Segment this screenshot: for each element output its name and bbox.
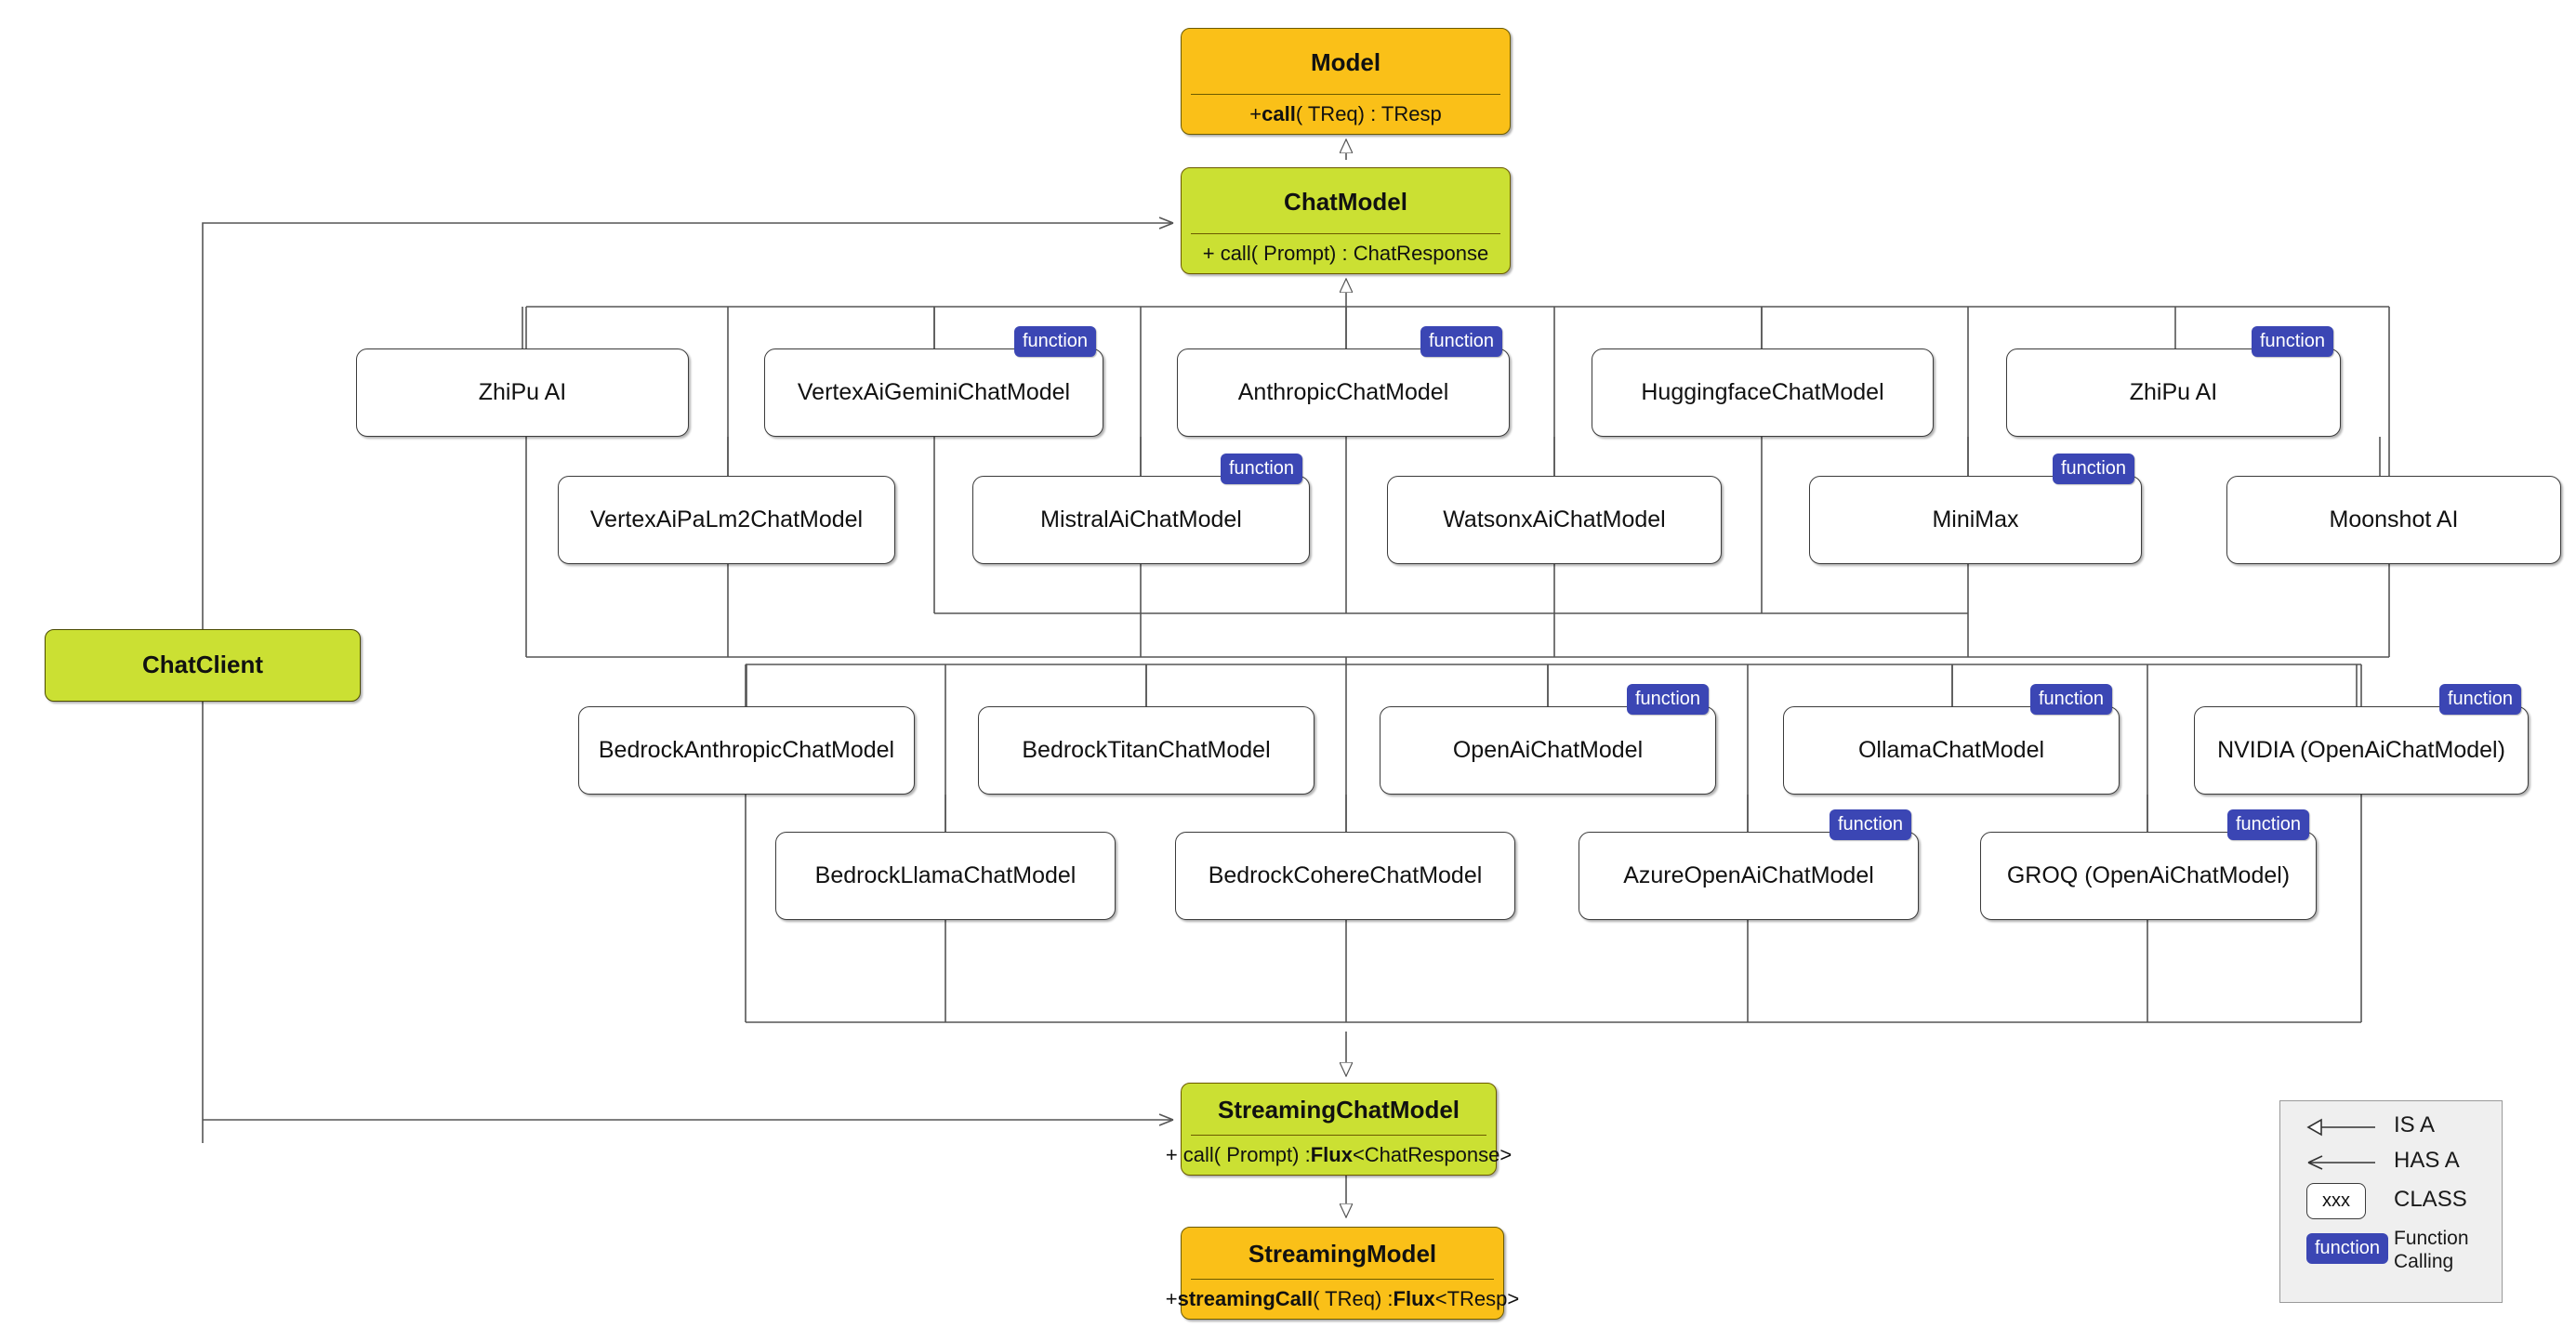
function-calling-badge: function bbox=[2053, 454, 2135, 484]
has-a-arrow-icon bbox=[2307, 1155, 2375, 1170]
class-node-title: ZhiPu AI bbox=[2129, 379, 2218, 406]
class-node[interactable]: OllamaChatModel bbox=[1783, 706, 2120, 795]
class-streaming-chat-model[interactable]: StreamingChatModel + call( Prompt) : Flu… bbox=[1165, 1083, 1513, 1176]
class-node-title: BedrockLlamaChatModel bbox=[814, 862, 1077, 889]
is-a-arrow-icon bbox=[2306, 1118, 2375, 1137]
class-node-title: BedrockAnthropicChatModel bbox=[598, 737, 895, 764]
class-chat-model-operation: + call( Prompt) : ChatResponse bbox=[1202, 242, 1489, 265]
class-node[interactable]: GROQ (OpenAiChatModel) bbox=[1980, 832, 2317, 920]
function-calling-badge: function bbox=[2252, 326, 2334, 357]
class-node-title: AzureOpenAiChatModel bbox=[1623, 862, 1874, 889]
class-streaming-model[interactable]: StreamingModel + streamingCall( TReq) : … bbox=[1165, 1227, 1520, 1320]
legend-function-badge: function bbox=[2306, 1233, 2389, 1264]
class-node-title: BedrockCohereChatModel bbox=[1208, 862, 1483, 889]
class-node-title: AnthropicChatModel bbox=[1237, 379, 1449, 406]
class-node-title: OllamaChatModel bbox=[1857, 737, 2045, 764]
class-node-title: HuggingfaceChatModel bbox=[1641, 379, 1884, 406]
class-node[interactable]: VertexAiGeminiChatModel bbox=[764, 348, 1103, 437]
class-node-title: OpenAiChatModel bbox=[1452, 737, 1644, 764]
divider bbox=[1191, 1278, 1494, 1280]
legend-fc-line2: Calling bbox=[2394, 1250, 2454, 1272]
class-node[interactable]: OpenAiChatModel bbox=[1380, 706, 1716, 795]
legend-is-a-label: IS A bbox=[2394, 1112, 2436, 1137]
legend-fc-line1: Function bbox=[2394, 1228, 2469, 1249]
class-chat-model-title: ChatModel bbox=[1284, 187, 1407, 216]
class-node[interactable]: AzureOpenAiChatModel bbox=[1579, 832, 1919, 920]
legend-class-sample: xxx bbox=[2306, 1183, 2366, 1219]
class-chat-client[interactable]: ChatClient bbox=[45, 629, 361, 702]
class-node-title: MiniMax bbox=[1932, 506, 2019, 533]
divider bbox=[1191, 1134, 1486, 1136]
function-calling-badge: function bbox=[2227, 809, 2310, 840]
class-chat-client-title: ChatClient bbox=[142, 651, 263, 679]
class-streaming-chat-model-title: StreamingChatModel bbox=[1217, 1096, 1460, 1124]
class-node[interactable]: BedrockLlamaChatModel bbox=[775, 832, 1116, 920]
class-node-title: Moonshot AI bbox=[2329, 506, 2459, 533]
class-node[interactable]: BedrockTitanChatModel bbox=[978, 706, 1314, 795]
class-node-title: WatsonxAiChatModel bbox=[1443, 506, 1666, 533]
class-node[interactable]: ZhiPu AI bbox=[356, 348, 689, 437]
legend-class-label: CLASS bbox=[2394, 1187, 2467, 1212]
class-node[interactable]: WatsonxAiChatModel bbox=[1387, 476, 1722, 564]
function-calling-badge: function bbox=[1014, 326, 1097, 357]
class-node[interactable]: MiniMax bbox=[1809, 476, 2142, 564]
function-calling-badge: function bbox=[1830, 809, 1912, 840]
legend-has-a-label: HAS A bbox=[2394, 1148, 2460, 1173]
class-node[interactable]: NVIDIA (OpenAiChatModel) bbox=[2194, 706, 2529, 795]
class-node-title: ZhiPu AI bbox=[478, 379, 567, 406]
class-node-title: VertexAiGeminiChatModel bbox=[797, 379, 1071, 406]
class-node[interactable]: AnthropicChatModel bbox=[1177, 348, 1510, 437]
function-calling-badge: function bbox=[1420, 326, 1503, 357]
class-node[interactable]: HuggingfaceChatModel bbox=[1592, 348, 1934, 437]
class-node-title: NVIDIA (OpenAiChatModel) bbox=[2217, 737, 2505, 764]
class-model-operation: + call( TReq) : TResp bbox=[1249, 102, 1442, 125]
class-chat-model[interactable]: ChatModel + call( Prompt) : ChatResponse bbox=[1181, 167, 1511, 274]
class-node[interactable]: Moonshot AI bbox=[2226, 476, 2561, 564]
function-calling-badge: function bbox=[2030, 684, 2113, 715]
function-calling-badge: function bbox=[2439, 684, 2522, 715]
class-node[interactable]: VertexAiPaLm2ChatModel bbox=[558, 476, 895, 564]
class-streaming-model-operation: + streamingCall( TReq) : Flux<TResp> bbox=[1165, 1287, 1520, 1310]
divider bbox=[1191, 93, 1500, 95]
function-calling-badge: function bbox=[1221, 454, 1303, 484]
class-node[interactable]: ZhiPu AI bbox=[2006, 348, 2341, 437]
function-calling-badge: function bbox=[1627, 684, 1710, 715]
class-streaming-model-title: StreamingModel bbox=[1248, 1240, 1437, 1269]
class-node-title: BedrockTitanChatModel bbox=[1022, 737, 1271, 764]
class-node[interactable]: BedrockAnthropicChatModel bbox=[578, 706, 915, 795]
divider bbox=[1191, 232, 1500, 234]
class-node-title: GROQ (OpenAiChatModel) bbox=[2006, 862, 2291, 889]
class-node[interactable]: BedrockCohereChatModel bbox=[1175, 832, 1515, 920]
class-streaming-chat-model-operation: + call( Prompt) : Flux<ChatResponse> bbox=[1165, 1143, 1513, 1166]
class-node[interactable]: MistralAiChatModel bbox=[972, 476, 1310, 564]
class-node-title: MistralAiChatModel bbox=[1040, 506, 1242, 533]
class-node-title: VertexAiPaLm2ChatModel bbox=[589, 506, 864, 533]
class-model[interactable]: Model + call( TReq) : TResp bbox=[1181, 28, 1511, 135]
class-model-title: Model bbox=[1310, 47, 1381, 76]
